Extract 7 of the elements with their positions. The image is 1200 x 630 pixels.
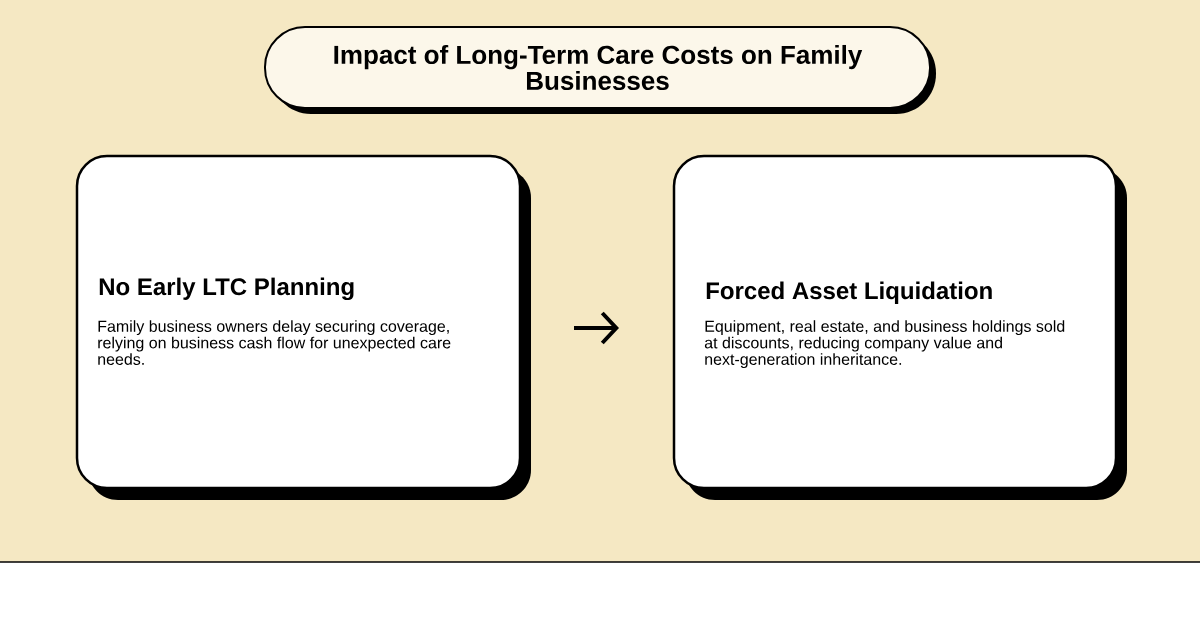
card-heading: No Early LTC Planning <box>99 277 354 301</box>
card-heading: Forced Asset Liquidation <box>706 281 992 304</box>
card-text: Equipment, real estate, and business holdings sold at discounts, reducing company value and next-generation inheritance. <box>704 320 1065 369</box>
card <box>75 154 531 500</box>
card <box>672 154 1127 500</box>
card-text: Family business owners delay securing coverage, relying on business cash flow for unexpected care needs. <box>98 320 451 365</box>
title: Impact of Long-Term Care Costs on Family Businesses <box>334 44 863 91</box>
